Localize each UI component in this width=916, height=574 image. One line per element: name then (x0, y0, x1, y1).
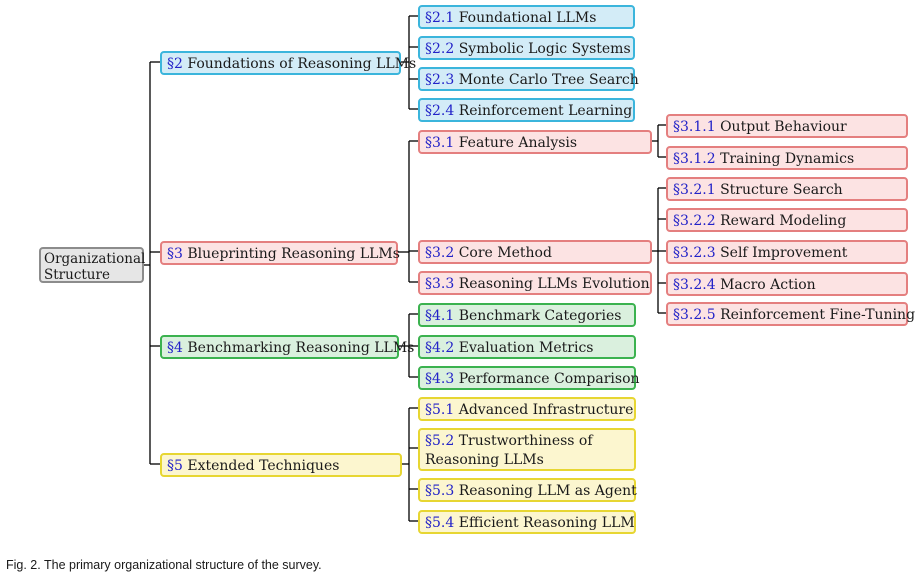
subsubsection-3-2-3: §3.2.3 Self Improvement (666, 240, 908, 264)
subsection-number: §5.1 (425, 402, 455, 418)
subsection-label: Reinforcement Learning (458, 103, 633, 119)
subsection-label: Feature Analysis (458, 135, 578, 151)
section-foundations: §2 Foundations of Reasoning LLMs (160, 51, 416, 75)
subsection-label: Efficient Reasoning LLM (458, 515, 635, 531)
subsection-number: §2.4 (425, 103, 455, 119)
subsection-4-3: §4.3 Performance Comparison (418, 366, 640, 390)
subsection-number: §5.3 (425, 483, 455, 499)
subsubsection-number: §3.2.2 (673, 213, 716, 229)
subsection-5-4: §5.4 Efficient Reasoning LLM (418, 510, 636, 534)
subsection-4-1: §4.1 Benchmark Categories (418, 303, 636, 327)
subsubsection-label: Structure Search (720, 182, 843, 198)
section-label: Foundations of Reasoning LLMs (187, 56, 417, 72)
subsubsection-label: Output Behaviour (720, 119, 847, 135)
subsection-number: §2.1 (425, 10, 455, 26)
subsection-2-4: §2.4 Reinforcement Learning (418, 98, 635, 122)
subsubsection-3-2-5: §3.2.5 Reinforcement Fine-Tuning (666, 302, 915, 326)
subsection-2-3: §2.3 Monte Carlo Tree Search (418, 67, 639, 91)
subsection-label: Benchmark Categories (458, 308, 622, 324)
subsection-number: §4.3 (425, 371, 455, 387)
subsection-4-2: §4.2 Evaluation Metrics (418, 335, 636, 359)
subsection-number: §3.2 (425, 245, 455, 261)
subsubsection-label: Training Dynamics (720, 151, 855, 167)
subsection-number: §3.3 (425, 276, 455, 292)
subsection-number: §2.3 (425, 72, 455, 88)
section-label: Benchmarking Reasoning LLMs (187, 340, 415, 356)
subsection-label: Foundational LLMs (458, 10, 597, 26)
subsubsection-3-2-1: §3.2.1 Structure Search (666, 177, 908, 201)
subsubsection-number: §3.2.1 (673, 182, 716, 198)
section-blueprinting: §3 Blueprinting Reasoning LLMs (160, 241, 400, 265)
subsubsection-number: §3.2.5 (673, 307, 716, 323)
figure-caption: Fig. 2. The primary organizational struc… (6, 558, 322, 572)
subsection-2-1: §2.1 Foundational LLMs (418, 5, 635, 29)
subsection-number: §4.1 (425, 308, 455, 324)
subsection-5-1: §5.1 Advanced Infrastructure (418, 397, 636, 421)
subsection-number: §4.2 (425, 340, 455, 356)
subsection-label: Core Method (458, 245, 552, 261)
section-number: §2 (167, 56, 183, 72)
subsubsection-label: Self Improvement (720, 245, 848, 261)
subsubsection-number: §3.2.4 (673, 277, 716, 293)
root-node: Organizational Structure (39, 247, 146, 283)
subsection-5-3: §5.3 Reasoning LLM as Agent (418, 478, 637, 502)
subsection-label: Evaluation Metrics (458, 340, 594, 356)
subsubsection-3-1-2: §3.1.2 Training Dynamics (666, 146, 908, 170)
subsubsection-number: §3.1.1 (673, 119, 716, 135)
subsubsection-label: Reward Modeling (720, 213, 847, 229)
section-label: Blueprinting Reasoning LLMs (187, 246, 400, 262)
root-label: Organizational Structure (44, 251, 146, 283)
subsection-label: Reasoning LLM as Agent (458, 483, 637, 499)
subsubsection-label: Macro Action (720, 277, 816, 293)
section-benchmarking: §4 Benchmarking Reasoning LLMs (160, 335, 414, 359)
subsection-number: §5.2 (425, 433, 455, 449)
subsection-3-2: §3.2 Core Method (418, 240, 652, 264)
section-extended: §5 Extended Techniques (160, 453, 402, 477)
subsection-label: Symbolic Logic Systems (458, 41, 631, 57)
subsubsection-3-1-1: §3.1.1 Output Behaviour (666, 114, 908, 138)
subsubsection-3-2-4: §3.2.4 Macro Action (666, 272, 908, 296)
subsubsection-3-2-2: §3.2.2 Reward Modeling (666, 208, 908, 232)
subsection-5-2: §5.2 Trustworthiness of Reasoning LLMs (418, 428, 636, 471)
subsubsection-number: §3.1.2 (673, 151, 716, 167)
subsection-3-3: §3.3 Reasoning LLMs Evolution (418, 271, 652, 295)
subsection-label: Monte Carlo Tree Search (458, 72, 639, 88)
subsection-label: Reasoning LLMs Evolution (458, 276, 650, 292)
section-number: §5 (167, 458, 183, 474)
subsection-label: Trustworthiness of Reasoning LLMs (425, 433, 593, 468)
section-number: §4 (167, 340, 183, 356)
subsection-number: §5.4 (425, 515, 455, 531)
section-label: Extended Techniques (187, 458, 340, 474)
subsection-label: Performance Comparison (458, 371, 640, 387)
subsection-3-1: §3.1 Feature Analysis (418, 130, 652, 154)
subsection-number: §2.2 (425, 41, 455, 57)
subsubsection-label: Reinforcement Fine-Tuning (720, 307, 916, 323)
subsection-label: Advanced Infrastructure (458, 402, 634, 418)
subsection-2-2: §2.2 Symbolic Logic Systems (418, 36, 635, 60)
section-number: §3 (167, 246, 183, 262)
subsection-number: §3.1 (425, 135, 455, 151)
subsubsection-number: §3.2.3 (673, 245, 716, 261)
